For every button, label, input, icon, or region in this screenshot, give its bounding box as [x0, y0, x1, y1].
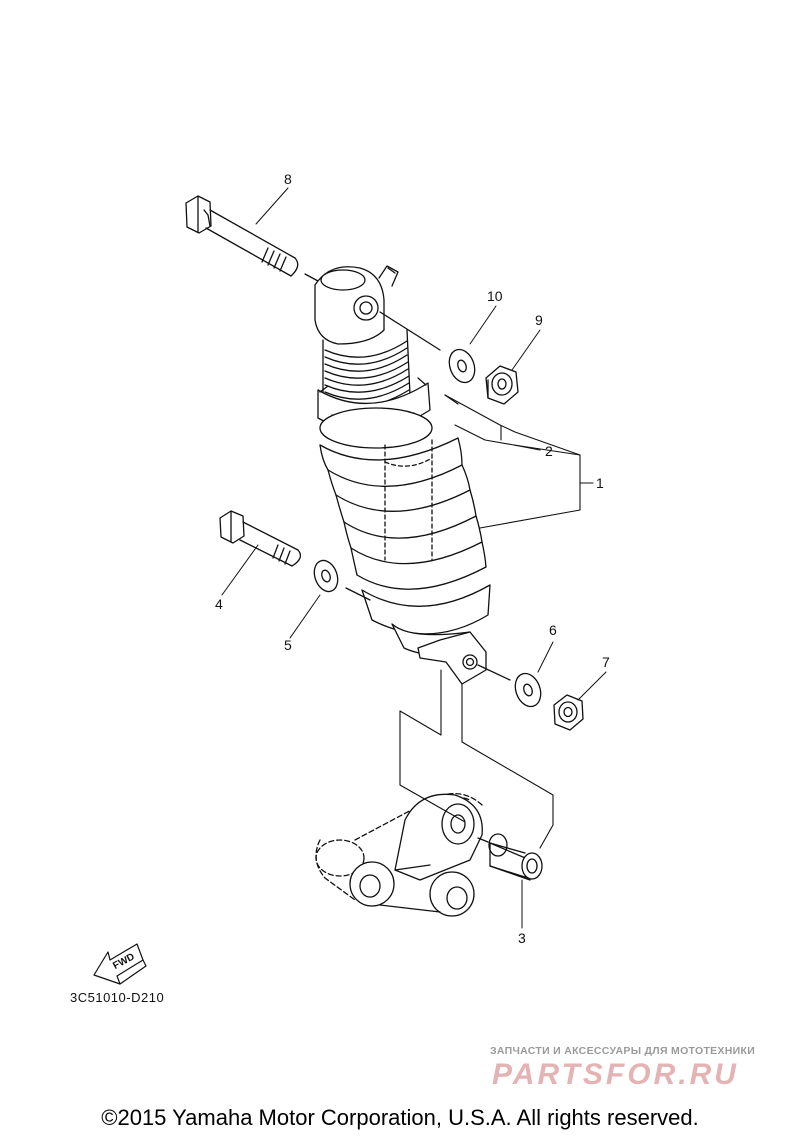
part-8-upper-bolt	[185, 195, 319, 282]
part-3-collar	[477, 833, 543, 881]
part-4-lower-bolt	[219, 510, 302, 567]
callout-9: 9	[535, 312, 543, 328]
callout-2: 2	[545, 443, 553, 459]
callout-1: 1	[596, 475, 604, 491]
callout-4: 4	[215, 596, 223, 612]
diagram-code: 3C51010-D210	[70, 990, 165, 1005]
part-10-washer	[448, 348, 476, 384]
callout-6: 6	[549, 622, 557, 638]
watermark-logo: PARTSFOR.RU	[492, 1058, 739, 1091]
part-7-nut	[553, 694, 584, 731]
leader-lines	[221, 187, 607, 929]
callout-7: 7	[602, 654, 610, 670]
relay-arm-solid	[349, 793, 483, 917]
part-9-nut	[485, 365, 519, 405]
callout-10: 10	[487, 288, 503, 304]
callout-8: 8	[284, 171, 292, 187]
watermark-tagline: ЗАПЧАСТИ И АКСЕССУАРЫ ДЛЯ МОТОТЕХНИКИ	[490, 1045, 756, 1057]
callout-5: 5	[284, 637, 292, 653]
copyright-notice: ©2015 Yamaha Motor Corporation, U.S.A. A…	[101, 1105, 699, 1130]
part-6-washer	[514, 672, 542, 708]
fwd-arrow-icon	[93, 943, 147, 985]
part-1-shock-absorber	[314, 265, 511, 685]
assembly-bracket	[399, 394, 594, 849]
part-5-washer	[313, 559, 339, 593]
callout-3: 3	[518, 930, 526, 946]
